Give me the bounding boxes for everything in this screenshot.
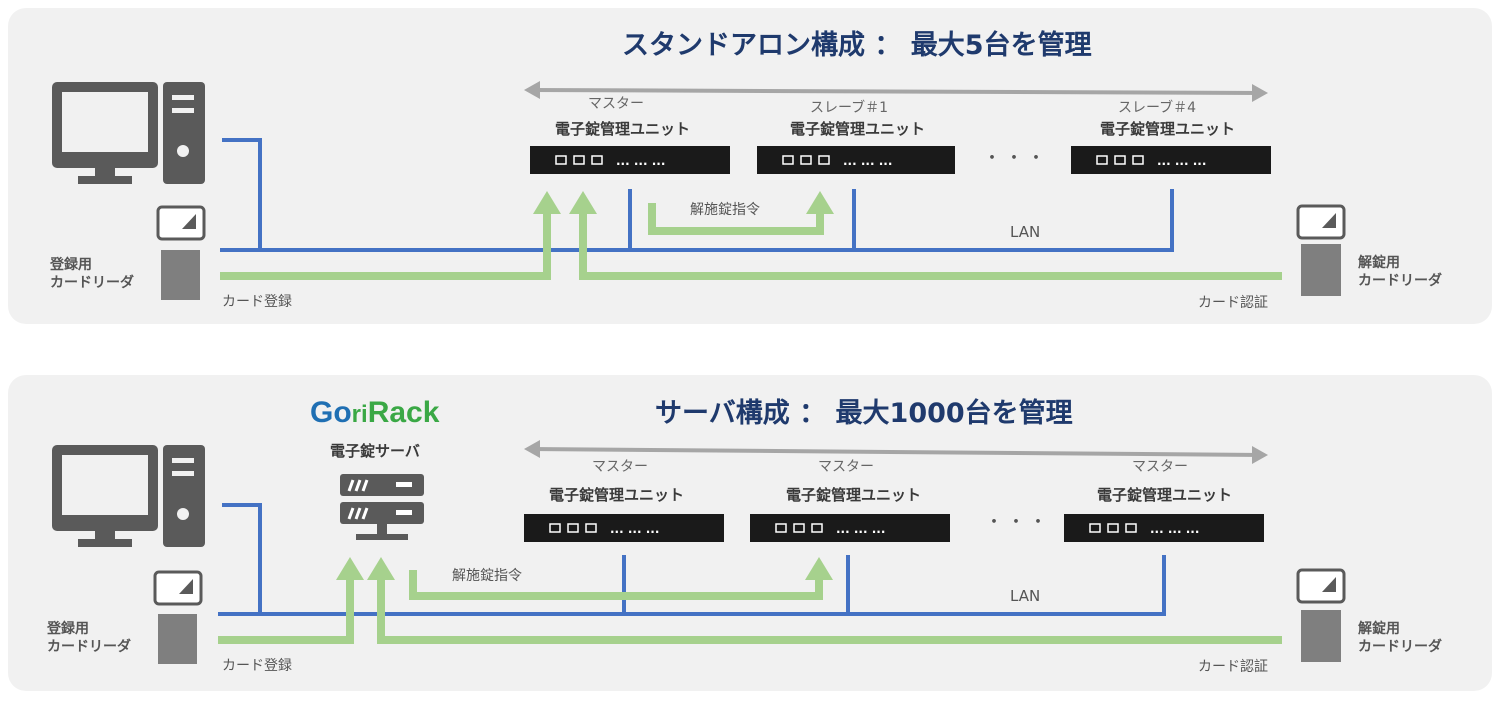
port-dots: ... ... ... (843, 154, 892, 168)
port-dots: ... ... ... (836, 522, 885, 536)
card-auth-label: カード認証 (1198, 295, 1268, 311)
gorirack-logo: GoriRack (310, 398, 439, 428)
lan-label: LAN (1010, 587, 1041, 605)
port-icon (1132, 155, 1144, 165)
port-icon (782, 155, 794, 165)
unit-role-label: スレーブ＃1 (810, 100, 889, 116)
port-icon (800, 155, 812, 165)
lock-unit-device (757, 146, 955, 174)
unit-role-label: マスター (588, 96, 644, 112)
span-arrow (524, 81, 1268, 102)
unlock-reader-label-line2: カードリーダ (1358, 639, 1442, 655)
port-dots: ... ... ... (610, 522, 659, 536)
unlock-reader-label-line1: 解錠用 (1358, 255, 1400, 271)
logo-part: Go (310, 396, 352, 429)
unlock-card-reader-icon (1296, 204, 1346, 296)
port-dots: ... ... ... (1157, 154, 1206, 168)
register-reader-label-line2: カードリーダ (47, 639, 131, 655)
register-card-reader-icon (153, 570, 203, 664)
unlock-card-reader-icon (1296, 568, 1346, 662)
pc-icon (52, 445, 205, 547)
unit-role-label: マスター (1132, 459, 1188, 475)
card-auth-label: カード認証 (1198, 659, 1268, 675)
unit-role-label: マスター (818, 459, 874, 475)
register-reader-label: 登録用 カードリーダ (50, 256, 134, 292)
logo-part: Rack (367, 396, 440, 429)
port-icon (573, 155, 585, 165)
card-register-label: カード登録 (222, 294, 292, 310)
card-lines (218, 570, 1282, 644)
lock-unit-device (530, 146, 730, 174)
port-icon (555, 155, 567, 165)
unlock-reader-label: 解錠用 カードリーダ (1358, 254, 1442, 290)
server-label: 電子錠サーバ (330, 442, 420, 460)
unlock-reader-label-line2: カードリーダ (1358, 273, 1442, 289)
port-icon (591, 155, 603, 165)
lan-lines (218, 503, 1166, 616)
register-reader-label-line1: 登録用 (47, 621, 89, 637)
unlock-reader-label: 解錠用 カードリーダ (1358, 620, 1442, 656)
port-icon (585, 523, 597, 533)
unit-name-label: 電子錠管理ユニット (549, 486, 685, 504)
unit-name-label: 電子錠管理ユニット (1097, 486, 1233, 504)
lock-unit-device (1064, 514, 1264, 542)
unlock-reader-label-line1: 解錠用 (1358, 621, 1400, 637)
span-arrow (524, 440, 1268, 464)
register-reader-label-line2: カードリーダ (50, 275, 134, 291)
unit-name-label: 電子錠管理ユニット (786, 486, 922, 504)
card-register-label: カード登録 (222, 658, 292, 674)
port-icon (1114, 155, 1126, 165)
unlock-command-label: 解施錠指令 (690, 202, 760, 218)
register-card-reader-icon (156, 205, 206, 300)
port-icon (567, 523, 579, 533)
port-icon (818, 155, 830, 165)
lock-unit-device (750, 514, 950, 542)
unit-name-label: 電子錠管理ユニット (790, 120, 926, 138)
port-icon (775, 523, 787, 533)
panel-title: サーバ構成 ： 最大1000台を管理 (655, 398, 1073, 429)
ellipsis: ・・・ (983, 148, 1049, 169)
card-arrowheads (533, 191, 834, 214)
lock-unit-device (1071, 146, 1271, 174)
port-dots: ... ... ... (616, 154, 665, 168)
logo-part: ri (351, 401, 368, 428)
register-reader-label-line1: 登録用 (50, 257, 92, 273)
lan-lines (220, 138, 1174, 252)
lock-unit-device (524, 514, 724, 542)
port-icon (811, 523, 823, 533)
port-icon (549, 523, 561, 533)
unlock-command-label: 解施錠指令 (452, 568, 522, 584)
ellipsis: ・・・ (985, 512, 1051, 533)
pc-icon (52, 82, 205, 184)
unit-name-label: 電子錠管理ユニット (1100, 120, 1236, 138)
unit-role-label: マスター (592, 459, 648, 475)
unit-name-label: 電子錠管理ユニット (555, 120, 691, 138)
register-reader-label: 登録用 カードリーダ (47, 620, 131, 656)
card-lines (220, 203, 1282, 280)
port-icon (1096, 155, 1108, 165)
panel-title: スタンドアロン構成 ： 最大5台を管理 (622, 30, 1092, 61)
port-icon (1089, 523, 1101, 533)
port-icon (1107, 523, 1119, 533)
server-icon (340, 474, 424, 540)
unit-role-label: スレーブ＃4 (1118, 100, 1197, 116)
port-icon (793, 523, 805, 533)
device-ports: ... ... ... ... ... ... ... ... ... ... ...… (549, 154, 1206, 536)
lan-label: LAN (1010, 223, 1041, 241)
port-dots: ... ... ... (1150, 522, 1199, 536)
card-arrowheads (336, 557, 833, 580)
port-icon (1125, 523, 1137, 533)
